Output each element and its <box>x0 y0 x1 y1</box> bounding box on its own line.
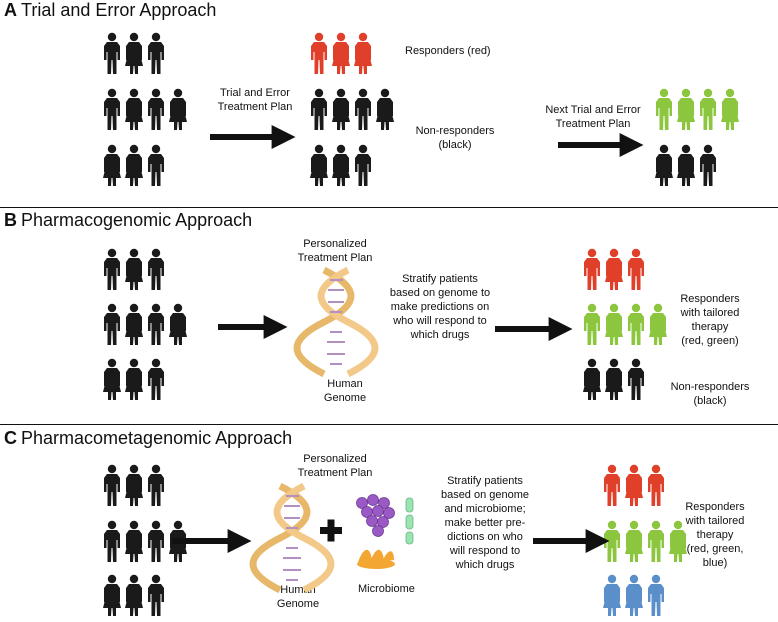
dna-icon <box>293 266 379 378</box>
microbiome-icon <box>356 494 414 569</box>
plus-icon <box>320 519 342 542</box>
panel-a-letter: A <box>4 0 17 20</box>
panel-b-genome-label: Human Genome <box>323 378 367 404</box>
panel-a-arrow2-label: Next Trial and Error Treatment Plan <box>545 104 641 130</box>
panel-b-responders-label: Responders with tailored therapy (red, g… <box>680 293 740 347</box>
panel-a-group-responders <box>310 32 394 186</box>
panel-c-plan-label: Personalized Treatment Plan <box>297 453 373 479</box>
panel-c-responders-label: Responders with tailored therapy (red, g… <box>685 501 745 569</box>
panel-a-nonresponders-label: Non-responders (black) <box>415 125 495 151</box>
panel-a-arrow1-label: Trial and Error Treatment Plan <box>217 87 293 113</box>
panel-c-title-text: Pharmacometagenomic Approach <box>21 428 293 448</box>
panel-b-stratify-label: Stratify patients based on genome to mak… <box>389 273 491 341</box>
panel-a-group-next <box>655 88 739 186</box>
panel-b-group-start <box>103 248 187 400</box>
panel-b-group-result <box>583 248 667 400</box>
dna-icon <box>249 482 335 594</box>
panel-b-title-text: Pharmacogenomic Approach <box>21 210 253 230</box>
panel-c-group-result <box>603 464 687 616</box>
panel-b-nonresponders-label: Non-responders (black) <box>670 381 750 407</box>
panel-a-group-start <box>103 32 187 186</box>
panel-a-title-text: Trial and Error Approach <box>21 0 217 20</box>
panel-c-stratify-label: Stratify patients based on genome and mi… <box>440 475 530 571</box>
panel-c-letter: C <box>4 428 17 448</box>
divider-bc <box>0 424 778 425</box>
divider-ab <box>0 207 778 208</box>
panel-b-letter: B <box>4 210 17 230</box>
panel-a-responders-label: Responders (red) <box>405 45 491 57</box>
panel-b-plan-label: Personalized Treatment Plan <box>297 238 373 264</box>
panel-c-microbiome-label: Microbiome <box>358 583 415 595</box>
